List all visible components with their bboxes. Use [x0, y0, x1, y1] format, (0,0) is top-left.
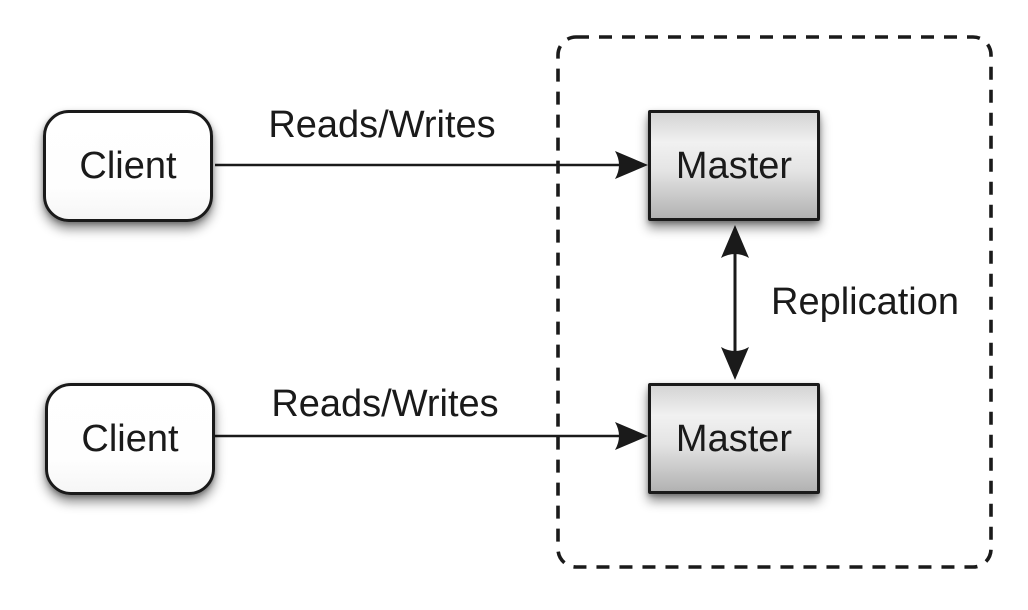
master-node-top: Master	[648, 110, 820, 221]
reads-writes-arrow-top	[215, 151, 648, 179]
master-node-bottom: Master	[648, 383, 820, 494]
arrowhead-up-icon	[721, 225, 749, 258]
client-node-top-label: Client	[79, 145, 177, 187]
replication-zone-border	[556, 35, 993, 569]
arrowhead-right-icon	[615, 151, 648, 179]
arrowhead-right-icon	[615, 422, 648, 450]
client-node-top: Client	[43, 110, 213, 222]
master-node-top-label: Master	[675, 144, 793, 187]
reads-writes-arrow-bottom	[215, 422, 648, 450]
client-node-bottom: Client	[45, 383, 215, 495]
replication-label: Replication	[771, 281, 959, 323]
reads-writes-label-top: Reads/Writes	[268, 104, 496, 146]
arrowhead-down-icon	[721, 347, 749, 380]
client-node-bottom-label: Client	[81, 418, 179, 460]
reads-writes-label-bottom: Reads/Writes	[271, 383, 499, 425]
master-node-bottom-label: Master	[675, 417, 793, 460]
replication-arrow	[721, 225, 749, 380]
